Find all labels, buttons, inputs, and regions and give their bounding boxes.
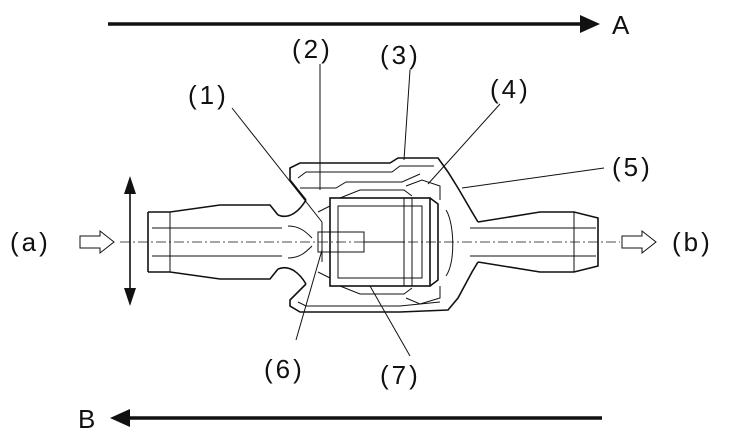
valve-body	[289, 157, 479, 313]
label-part-4: (4)	[490, 74, 531, 104]
label-direction-b: B	[78, 404, 98, 434]
direction-arrow-a	[108, 15, 600, 33]
label-part-7: (7)	[380, 360, 421, 390]
right-hose-barb	[470, 211, 599, 273]
direction-arrow-b	[110, 409, 602, 427]
label-outlet: (b)	[672, 227, 713, 257]
left-hose-barb	[147, 204, 282, 280]
label-direction-a: A	[612, 10, 632, 40]
label-part-2: (2)	[292, 34, 333, 64]
label-part-1: (1)	[188, 80, 229, 110]
right-seal	[405, 179, 454, 305]
left-neck	[277, 199, 313, 285]
label-inlet: (a)	[10, 227, 51, 257]
vertical-double-arrow	[124, 176, 136, 306]
outlet-flow-arrow	[621, 229, 657, 255]
inlet-flow-arrow	[79, 229, 115, 255]
label-part-3: (3)	[380, 40, 421, 70]
label-part-5: (5)	[612, 152, 653, 182]
label-part-6: (6)	[264, 354, 305, 384]
check-valve-core	[317, 189, 439, 295]
leader-lines	[231, 64, 605, 357]
